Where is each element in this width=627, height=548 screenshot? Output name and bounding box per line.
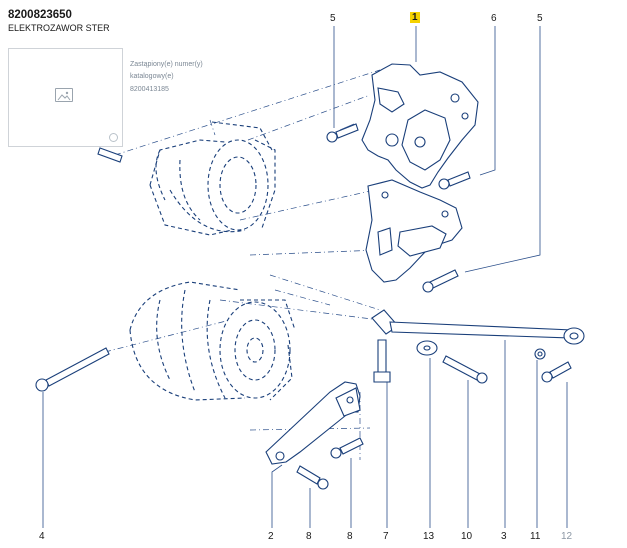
callout-4[interactable]: 4 (39, 531, 45, 542)
callout-7[interactable]: 7 (383, 531, 389, 542)
callout-11[interactable]: 11 (530, 531, 541, 542)
callout-6[interactable]: 6 (491, 13, 497, 24)
image-placeholder-icon (55, 88, 73, 102)
bolt-6 (438, 171, 471, 190)
supersession-card[interactable] (8, 48, 123, 147)
callout-1[interactable]: 1 (410, 12, 420, 23)
alternator-outline (149, 121, 276, 236)
superseded-part-number[interactable]: 8200413185 (130, 86, 169, 93)
bolt-left-upper (97, 147, 123, 163)
callout-5-right[interactable]: 5 (537, 13, 543, 24)
bolt-7 (373, 339, 391, 383)
bolt-5-lower (422, 269, 459, 293)
bolt-8-left (296, 465, 329, 490)
callout-8-right[interactable]: 8 (347, 531, 353, 542)
assembly-guides (104, 69, 381, 460)
supersession-label-2: katalogowy(e) (130, 73, 174, 80)
bolt-5-upper (326, 123, 359, 143)
bolt-12 (541, 361, 572, 383)
tie-rod (371, 309, 585, 345)
callout-13[interactable]: 13 (423, 531, 435, 542)
callout-10[interactable]: 10 (461, 531, 473, 542)
compressor-outline (129, 281, 296, 401)
leader-lines (42, 26, 568, 528)
callout-12[interactable]: 12 (561, 531, 573, 542)
part-name: ELEKTROZAWOR STER (8, 23, 110, 33)
zoom-icon[interactable] (109, 133, 118, 142)
supersession-label: Zastąpiony(e) numer(y) (130, 61, 203, 68)
washer-13 (416, 340, 438, 356)
callout-5-upper[interactable]: 5 (330, 13, 336, 24)
bolt-8-right (330, 437, 364, 459)
upper-bracket (361, 63, 479, 283)
callout-8-left[interactable]: 8 (306, 531, 312, 542)
callout-3[interactable]: 3 (501, 531, 507, 542)
nut-11 (534, 348, 546, 360)
bolt-10 (442, 355, 488, 384)
callout-2[interactable]: 2 (268, 531, 274, 542)
lower-bracket (265, 381, 361, 465)
part-number: 8200823650 (8, 9, 72, 21)
bolt-4 (35, 347, 110, 392)
